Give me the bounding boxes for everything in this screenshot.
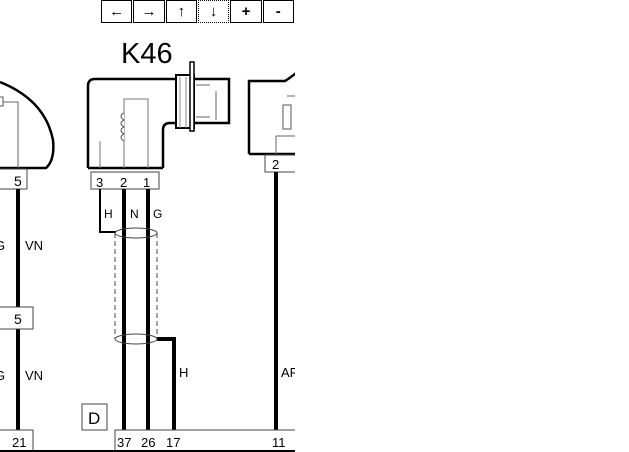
pin-label: 26 — [141, 435, 155, 450]
pin-label: 17 — [166, 435, 180, 450]
mid-connector-label: 5 — [14, 311, 22, 327]
wire-color-label: G — [0, 368, 5, 383]
pin-label: 21 — [12, 435, 26, 450]
pin-label: 11 — [272, 435, 286, 450]
arrow-down-icon: ↓ — [209, 3, 218, 20]
pan-up-button[interactable]: ↑ — [165, 0, 197, 23]
arrow-right-icon: → — [141, 3, 157, 20]
pin-label: 1 — [143, 175, 150, 190]
wire-color-label: G — [153, 207, 162, 221]
left-pin-label: 5 — [14, 173, 22, 189]
zoom-out-button[interactable]: - — [262, 0, 294, 23]
wire-color-label: N — [130, 207, 139, 221]
wire-color-label: H — [179, 365, 188, 380]
wire-color-label: VN — [25, 368, 43, 383]
pin-label: 37 — [117, 435, 131, 450]
wire-color-label: AR — [281, 365, 299, 380]
coil-icon — [120, 112, 125, 142]
plus-icon: + — [241, 3, 251, 20]
arrow-left-icon: ← — [109, 3, 125, 20]
pan-down-button[interactable]: ↓ — [197, 0, 230, 23]
pan-right-button[interactable]: → — [133, 0, 165, 23]
pin-label: 2 — [272, 157, 279, 172]
ecu-connector — [114, 429, 295, 452]
wire-color-label: H — [104, 207, 113, 221]
navigation-toolbar: ← → ↑ ↓ + - — [101, 0, 295, 23]
wire-color-label: VN — [25, 238, 43, 253]
arrow-up-icon: ↑ — [177, 3, 186, 20]
wire-h — [99, 189, 116, 233]
pin-label: 2 — [120, 175, 127, 190]
zoom-in-button[interactable]: + — [230, 0, 262, 23]
wire-color-label: G — [0, 238, 5, 253]
shield-ground-wire — [157, 337, 176, 430]
component-title: K46 — [121, 38, 173, 70]
k46-sensor: 3 2 1 — [86, 61, 231, 190]
cable-shield — [114, 227, 158, 345]
minus-icon: - — [275, 3, 281, 20]
left-component: 5 G VN 5 G VN — [0, 80, 55, 430]
right-component: 2 AR — [247, 72, 299, 430]
ground-label-box — [81, 403, 108, 431]
pan-left-button[interactable]: ← — [101, 0, 133, 23]
pin-label: 3 — [96, 175, 103, 190]
ground-label: D — [88, 409, 100, 428]
